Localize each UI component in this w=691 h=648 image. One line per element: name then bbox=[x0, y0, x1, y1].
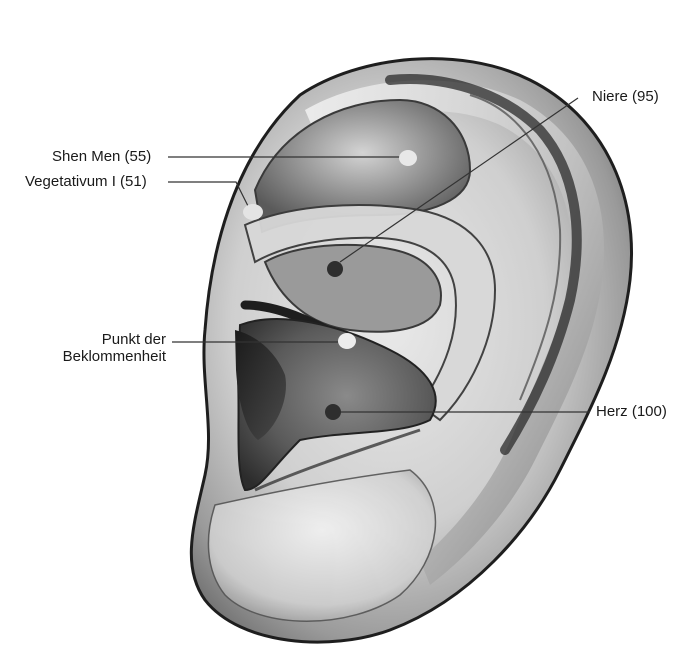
label-vegetativum: Vegetativum I (51) bbox=[25, 173, 147, 191]
label-shen-men: Shen Men (55) bbox=[52, 148, 151, 166]
label-herz: Herz (100) bbox=[596, 403, 667, 421]
point-punkt-der-beklommenheit bbox=[338, 333, 356, 349]
label-punkt-der: Punkt der bbox=[48, 331, 166, 349]
label-beklommenheit: Beklommenheit bbox=[48, 348, 166, 366]
point-niere bbox=[327, 261, 343, 277]
label-niere: Niere (95) bbox=[592, 88, 659, 106]
point-shen-men bbox=[399, 150, 417, 166]
point-herz bbox=[325, 404, 341, 420]
point-vegetativum bbox=[243, 204, 263, 220]
